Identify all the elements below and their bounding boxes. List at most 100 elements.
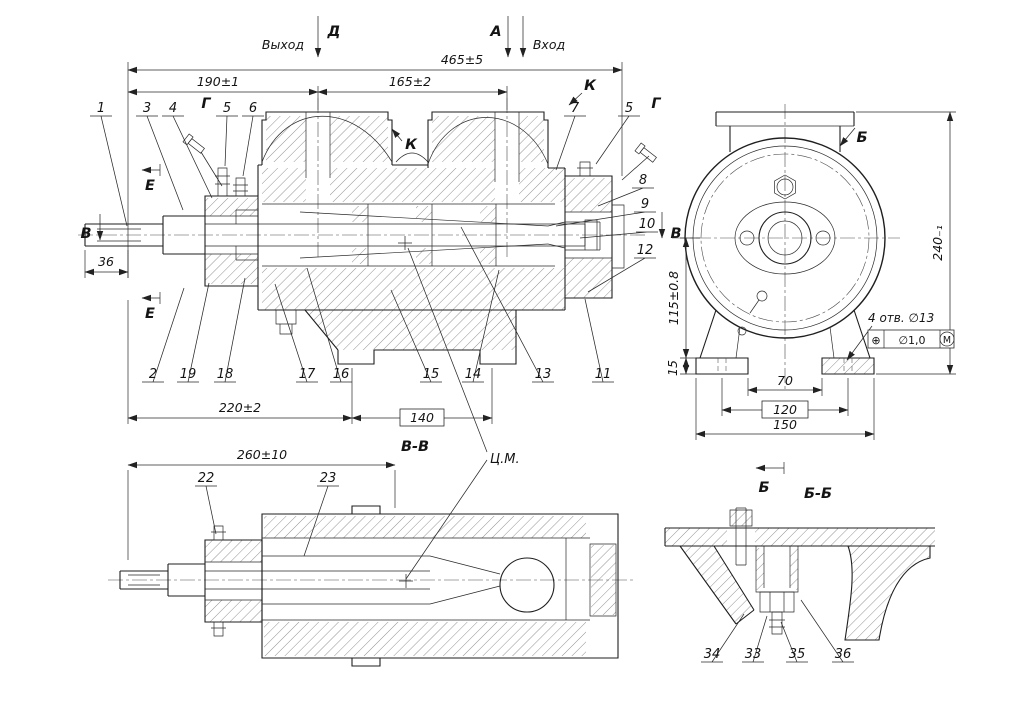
filler-plug-hex xyxy=(774,174,796,200)
bb-stud xyxy=(728,507,754,566)
gland-flange-oval xyxy=(734,201,836,275)
vortex-chamber-ball xyxy=(499,557,555,613)
vv-callouts: 22 23 xyxy=(195,471,339,557)
fcf-mmc-modifier: М xyxy=(943,335,951,346)
part-callout-35: 35 xyxy=(789,647,806,662)
part-callout-13: 13 xyxy=(535,367,552,382)
fcf-tolerance-value: ∅1,0 xyxy=(898,334,925,347)
part-callout-5r: 5 xyxy=(625,101,633,116)
main-view-callouts: 1 3 4 Г 5 6 7 5 Г 8 9 10 12 2 19 18 17 1… xyxy=(90,96,661,383)
hub-circle xyxy=(758,211,812,265)
center-of-mass-symbol-vv xyxy=(399,574,413,588)
fcf-position-symbol: ⊕ xyxy=(871,334,880,347)
dim-shaft-end: 36 xyxy=(98,254,114,269)
inlet-mark: А xyxy=(489,24,501,40)
part-callout-18: 18 xyxy=(217,367,234,382)
dim-foot-span-box xyxy=(399,408,445,427)
extension-lines xyxy=(127,62,623,278)
top-dimensions: 465±5 190±1 165±2 К К xyxy=(127,52,623,278)
holes-note-text: 4 отв. ∅13 xyxy=(868,311,934,325)
part-callout-34: 34 xyxy=(704,647,721,662)
drain-plug xyxy=(275,310,297,335)
dim-holes-span-box xyxy=(761,400,809,419)
section-b-arrow-top-icon xyxy=(839,127,856,147)
section-vv-title: В-В xyxy=(401,439,429,455)
dim-overall-length: 465±5 xyxy=(441,52,483,67)
vv-shaft xyxy=(119,563,430,597)
dim-section-vv-length: 260±10 xyxy=(237,447,287,462)
bb-drain-valve xyxy=(755,546,799,635)
shaft-end-dimension: 36 xyxy=(84,250,129,278)
part-callout-23: 23 xyxy=(320,471,337,486)
fitting-g-mark-left: Г xyxy=(201,96,211,112)
bottom-dimensions-main: 220±2 140 xyxy=(127,300,493,427)
section-bb-title: Б-Б xyxy=(804,486,832,502)
center-of-mass-label: Ц.М. xyxy=(405,247,520,580)
part-callout-19: 19 xyxy=(180,367,197,382)
part-callout-15: 15 xyxy=(423,367,440,382)
outlet-mark: Д xyxy=(327,24,341,40)
part-callout-7: 7 xyxy=(571,101,580,116)
vv-casing xyxy=(261,505,619,667)
part-callout-36: 36 xyxy=(835,647,852,662)
dim-holes-span: 120 xyxy=(773,402,797,417)
part-callout-2: 2 xyxy=(149,367,157,382)
view-e-mark-bottom: Е xyxy=(145,306,155,322)
end-view-centerlines xyxy=(672,104,900,392)
view-k-arrow2-icon xyxy=(391,128,403,142)
casing-foot xyxy=(275,309,517,365)
rotor-internals xyxy=(262,203,566,267)
fcf-mmc-circle-icon xyxy=(939,331,955,347)
inlet-port-block xyxy=(427,111,549,168)
view-k-arrow-icon xyxy=(568,92,583,106)
part-callout-4: 4 xyxy=(169,101,177,116)
dim-pads-outer: 150 xyxy=(773,417,797,432)
section-b-mark-bottom: Б xyxy=(758,480,769,496)
dim-axis-to-base: 115±0.8 xyxy=(666,271,681,325)
end-view-dimensions: 240₋₁ 115±0.8 15 70 120 150 4 отв. ∅13 ⊕… xyxy=(665,111,956,440)
bolt-circle xyxy=(700,153,870,323)
dim-pad-thickness: 15 xyxy=(665,360,680,376)
bolt-icon-right xyxy=(634,142,657,163)
part-callout-17: 17 xyxy=(299,367,316,382)
part-callout-10: 10 xyxy=(639,217,656,232)
main-view-hatching xyxy=(205,116,612,350)
part-callout-1: 1 xyxy=(97,101,105,116)
inlet-label: Вход xyxy=(533,37,565,52)
end-view: Б Б xyxy=(672,104,900,496)
filler-plug-circle xyxy=(776,178,794,196)
part-callout-11: 11 xyxy=(595,367,612,382)
part-callout-3: 3 xyxy=(143,101,151,116)
top-flange-bracket xyxy=(715,111,855,152)
part-callout-33: 33 xyxy=(745,647,762,662)
section-bb-view: Б-Б 34 33 35 36 xyxy=(664,486,935,663)
section-v-mark-right: В xyxy=(670,226,681,242)
view-k-mark-mid: К xyxy=(405,137,418,153)
section-b-mark-top: Б xyxy=(856,130,867,146)
port-axis-centerlines xyxy=(317,98,508,260)
part-callout-5: 5 xyxy=(223,101,231,116)
dim-overall-height: 240₋₁ xyxy=(930,225,945,260)
bolt-icon xyxy=(182,133,205,154)
dim-pads-inner: 70 xyxy=(777,373,793,388)
gland-bolt-right xyxy=(815,230,831,246)
main-section-view: Е Е В В 36 220±2 140 xyxy=(78,98,682,427)
view-k-mark-top: К xyxy=(584,78,597,94)
part-callout-6: 6 xyxy=(249,101,257,116)
dim-to-outlet-axis: 190±1 xyxy=(197,74,239,89)
outlet-label: Выход xyxy=(262,37,304,52)
bb-hatching xyxy=(665,510,935,640)
dim-foot-span: 140 xyxy=(410,410,434,425)
cover-stud xyxy=(577,161,593,177)
part-callout-16: 16 xyxy=(333,367,350,382)
part-callout-9: 9 xyxy=(641,197,649,212)
center-of-mass-symbol-main xyxy=(398,236,412,250)
outlet-port-block xyxy=(261,111,393,165)
view-direction-marks: Е Е В В xyxy=(80,164,682,322)
bb-rib-outline xyxy=(679,545,755,625)
shaft-bore-circle xyxy=(767,220,803,256)
part-callout-14: 14 xyxy=(465,367,482,382)
section-v-mark-left: В xyxy=(80,226,91,242)
